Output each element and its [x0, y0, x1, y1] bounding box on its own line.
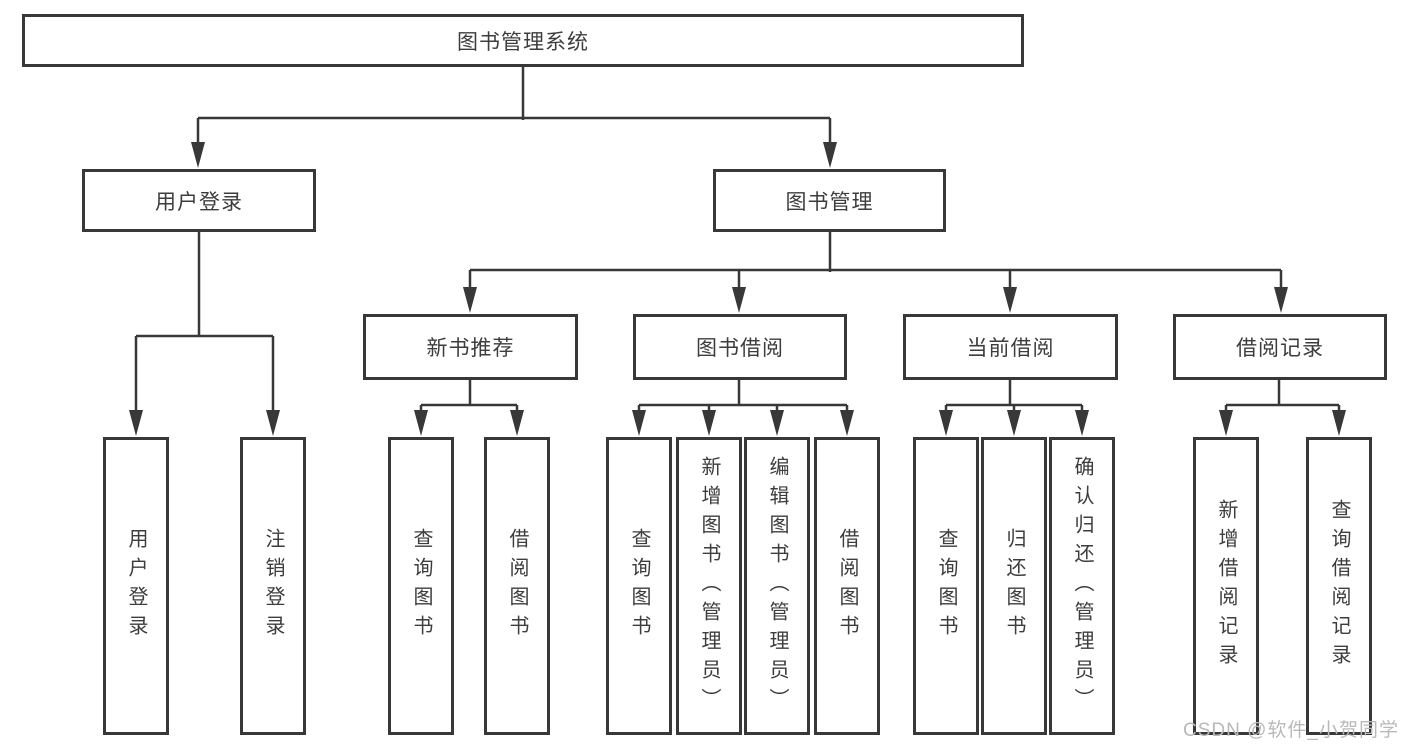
leaf-query-books-current: 查询图书	[913, 437, 979, 735]
connector-segments	[134, 67, 1341, 414]
leaf-query-books-borrow-label: 查询图书	[628, 528, 650, 644]
node-new-book-recommend: 新书推荐	[363, 314, 578, 380]
leaf-confirm-return-admin: 确认归还（管理员）	[1049, 437, 1115, 735]
leaf-add-book-admin: 新增图书（管理员）	[676, 437, 742, 735]
node-borrow-records: 借阅记录	[1173, 314, 1387, 380]
leaf-borrow-books-recommend-label: 借阅图书	[506, 528, 528, 644]
node-root-label: 图书管理系统	[457, 30, 589, 54]
node-book-borrow: 图书借阅	[633, 314, 847, 380]
leaf-add-borrow-record: 新增借阅记录	[1193, 437, 1259, 735]
leaf-return-book: 归还图书	[981, 437, 1047, 735]
leaf-confirm-return-admin-label: 确认归还（管理员）	[1071, 455, 1093, 717]
leaf-borrow-books-recommend: 借阅图书	[484, 437, 550, 735]
leaf-borrow-books-borrow: 借阅图书	[814, 437, 880, 735]
leaf-add-book-admin-label: 新增图书（管理员）	[698, 455, 720, 717]
leaf-return-book-label: 归还图书	[1003, 528, 1025, 644]
node-current-borrow-label: 当前借阅	[966, 337, 1055, 360]
leaf-logout-login: 注销登录	[240, 437, 306, 735]
node-book-borrow-label: 图书借阅	[696, 337, 784, 360]
leaf-query-books-recommend-label: 查询图书	[410, 528, 432, 644]
node-root: 图书管理系统	[22, 14, 1024, 67]
node-user-login-label: 用户登录	[155, 190, 243, 214]
leaf-user-login-label: 用户登录	[125, 528, 147, 644]
leaf-query-books-borrow: 查询图书	[606, 437, 672, 735]
node-book-management: 图书管理	[713, 169, 946, 232]
leaf-borrow-books-borrow-label: 借阅图书	[836, 528, 858, 644]
node-current-borrow: 当前借阅	[903, 314, 1118, 380]
leaf-query-borrow-record-label: 查询借阅记录	[1328, 499, 1350, 673]
node-new-book-recommend-label: 新书推荐	[426, 337, 515, 360]
node-user-login: 用户登录	[82, 169, 316, 232]
watermark: CSDN @软件_小贺同学	[1183, 720, 1399, 741]
node-book-management-label: 图书管理	[785, 190, 874, 214]
leaf-edit-book-admin: 编辑图书（管理员）	[744, 437, 810, 735]
leaf-edit-book-admin-label: 编辑图书（管理员）	[766, 455, 788, 717]
leaf-user-login: 用户登录	[103, 437, 169, 735]
leaf-add-borrow-record-label: 新增借阅记录	[1215, 499, 1237, 673]
arrowheads	[129, 142, 1346, 436]
leaf-query-books-recommend: 查询图书	[388, 437, 454, 735]
leaf-query-books-current-label: 查询图书	[935, 528, 957, 644]
leaf-logout-login-label: 注销登录	[262, 528, 284, 644]
leaf-query-borrow-record: 查询借阅记录	[1306, 437, 1372, 735]
node-borrow-records-label: 借阅记录	[1236, 337, 1324, 360]
